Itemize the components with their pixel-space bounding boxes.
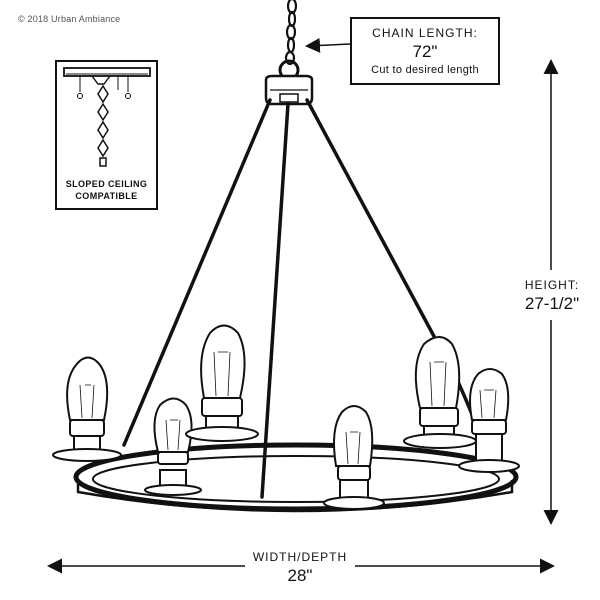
width-dimension-label: WIDTH/DEPTH 28" — [200, 550, 400, 586]
ring-base — [73, 442, 519, 513]
sloped-ceiling-box: SLOPED CEILING COMPATIBLE — [55, 60, 158, 210]
sloped-ceiling-caption: SLOPED CEILING COMPATIBLE — [57, 178, 156, 202]
chain-length-callout: CHAIN LENGTH: 72" Cut to desired length — [350, 17, 500, 85]
width-label: WIDTH/DEPTH — [252, 550, 348, 564]
height-label: HEIGHT: — [524, 278, 580, 292]
width-value: 28" — [287, 566, 313, 585]
sloped-ceiling-line2: COMPATIBLE — [75, 191, 138, 201]
bulb-1 — [52, 356, 122, 462]
height-dimension-label: HEIGHT: 27-1/2" — [512, 278, 592, 314]
height-value: 27-1/2" — [524, 294, 580, 313]
sloped-ceiling-line1: SLOPED CEILING — [65, 179, 148, 189]
bulb-4 — [323, 405, 385, 510]
copyright-text: © 2018 Urban Ambiance — [18, 14, 121, 24]
bulb-3 — [185, 324, 259, 442]
chain-length-note: Cut to desired length — [371, 64, 479, 76]
canopy-hub — [264, 74, 314, 106]
bulb-5 — [403, 336, 477, 449]
support-arms — [122, 98, 492, 499]
chain-length-value: 72" — [412, 42, 438, 61]
chain-icon — [278, 0, 300, 81]
bulb-6 — [458, 368, 520, 473]
chain-length-arrow — [305, 37, 351, 53]
bulbs — [52, 324, 520, 510]
sloped-ceiling-mount-icon — [63, 67, 151, 167]
chain-length-label: CHAIN LENGTH: — [372, 26, 478, 40]
